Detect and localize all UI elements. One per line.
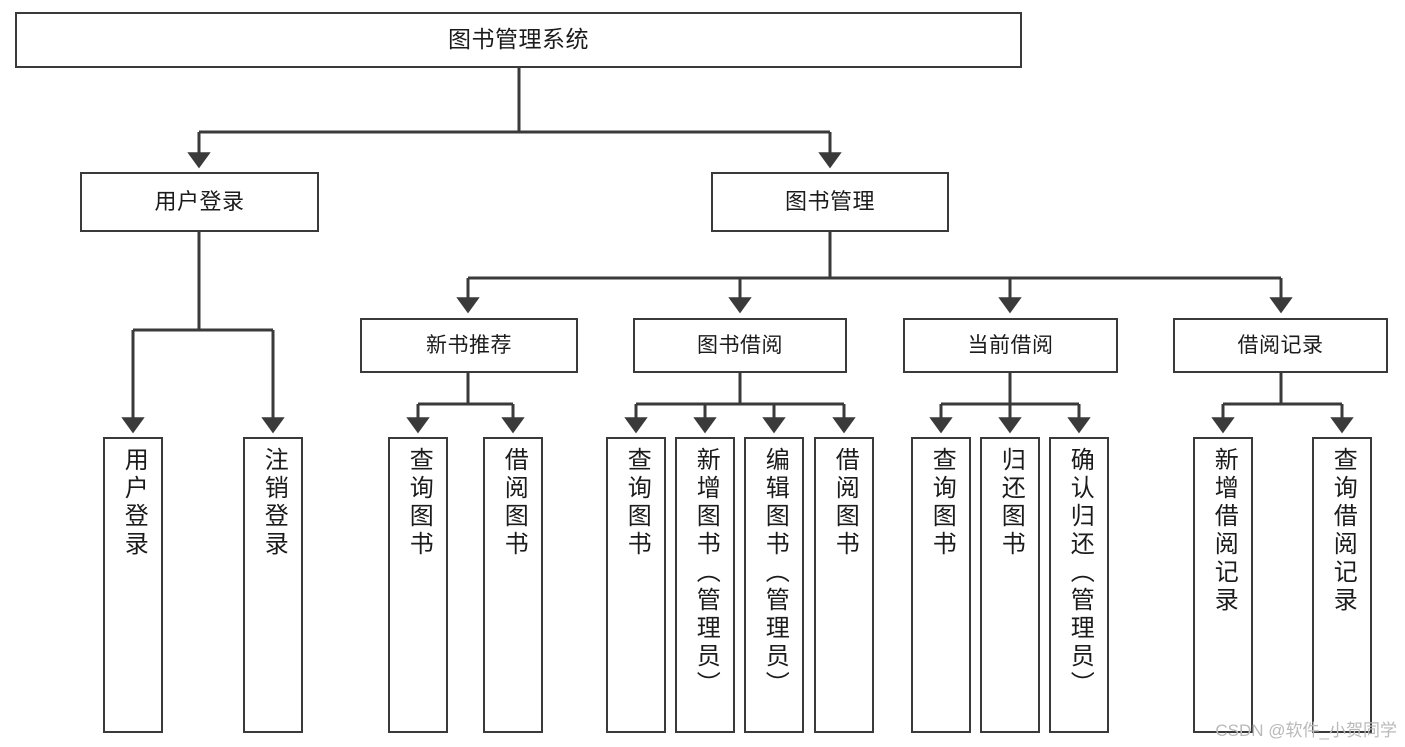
node-label: 注销登录 xyxy=(260,447,288,559)
leaf-borrow-book[interactable]: 借阅图书 xyxy=(814,437,874,733)
node-label: 查询图书 xyxy=(623,447,651,559)
node-user-login[interactable]: 用户登录 xyxy=(80,172,319,232)
node-label: 当前借阅 xyxy=(967,333,1054,357)
node-label: 查询图书 xyxy=(928,447,956,559)
leaf-borrow-book-recommend[interactable]: 借阅图书 xyxy=(483,437,543,733)
node-book-management[interactable]: 图书管理 xyxy=(711,172,949,232)
node-label: 新增借阅记录 xyxy=(1210,447,1238,615)
node-borrow-record[interactable]: 借阅记录 xyxy=(1173,318,1388,373)
node-book-borrow[interactable]: 图书借阅 xyxy=(633,318,847,373)
csdn-watermark: CSDN @软件_小贺同学 xyxy=(1215,721,1397,740)
node-label: 图书借阅 xyxy=(697,333,783,357)
node-new-book-recommend[interactable]: 新书推荐 xyxy=(360,318,578,373)
leaf-add-book-admin[interactable]: 新增图书（管理员） xyxy=(675,437,735,733)
leaf-return-book[interactable]: 归还图书 xyxy=(980,437,1040,733)
node-label: 借阅图书 xyxy=(500,447,528,559)
node-label: 查询图书 xyxy=(405,447,433,559)
node-root-system[interactable]: 图书管理系统 xyxy=(15,12,1022,68)
node-label: 用户登录 xyxy=(154,188,245,214)
node-label: 新增图书（管理员） xyxy=(692,447,720,699)
leaf-query-book-borrow[interactable]: 查询图书 xyxy=(606,437,666,733)
node-label: 图书管理系统 xyxy=(448,26,589,53)
node-label: 确认归还（管理员） xyxy=(1066,447,1094,699)
node-label: 新书推荐 xyxy=(426,333,512,357)
node-label: 归还图书 xyxy=(997,447,1025,559)
node-current-borrow[interactable]: 当前借阅 xyxy=(903,318,1118,373)
leaf-user-login[interactable]: 用户登录 xyxy=(103,437,163,733)
leaf-query-borrow-record[interactable]: 查询借阅记录 xyxy=(1312,437,1372,733)
leaf-query-book-current[interactable]: 查询图书 xyxy=(911,437,971,733)
leaf-query-book-recommend[interactable]: 查询图书 xyxy=(388,437,448,733)
node-label: 借阅图书 xyxy=(831,447,859,559)
node-label: 借阅记录 xyxy=(1237,333,1324,357)
node-label: 查询借阅记录 xyxy=(1329,447,1357,615)
leaf-logout[interactable]: 注销登录 xyxy=(243,437,303,733)
node-label: 编辑图书（管理员） xyxy=(761,447,789,699)
node-label: 用户登录 xyxy=(120,447,148,559)
node-label: 图书管理 xyxy=(784,188,875,214)
leaf-add-borrow-record[interactable]: 新增借阅记录 xyxy=(1193,437,1253,733)
leaf-edit-book-admin[interactable]: 编辑图书（管理员） xyxy=(744,437,804,733)
leaf-confirm-return-admin[interactable]: 确认归还（管理员） xyxy=(1049,437,1109,733)
